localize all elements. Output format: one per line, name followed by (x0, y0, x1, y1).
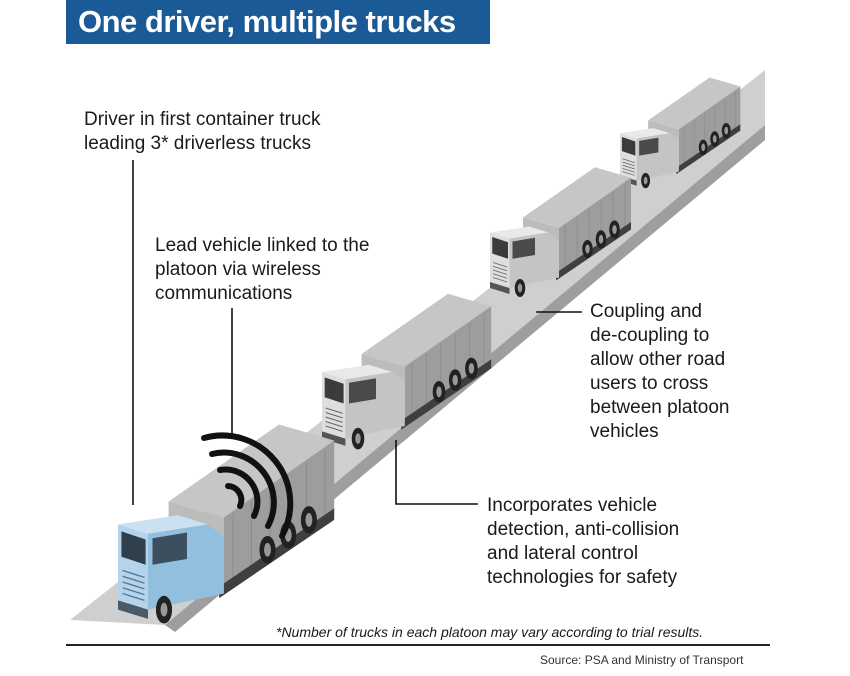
footnote: *Number of trucks in each platoon may va… (276, 624, 704, 640)
source-credit: Source: PSA and Ministry of Transport (540, 653, 744, 667)
callout-detection: Incorporates vehicle detection, anti-col… (487, 495, 680, 588)
title-banner: One driver, multiple trucks (66, 0, 490, 44)
wireless-signal-icon (201, 432, 294, 539)
lead-truck (117, 423, 335, 625)
callout-wireless: Lead vehicle linked to the platoon via w… (155, 235, 370, 304)
leader-line-detection (395, 440, 478, 505)
callout-coupling: Coupling and de-coupling to allow other … (590, 301, 730, 442)
divider (66, 644, 770, 646)
diagram-title: One driver, multiple trucks (78, 4, 456, 39)
callout-driver: Driver in first container truck leading … (84, 109, 321, 154)
